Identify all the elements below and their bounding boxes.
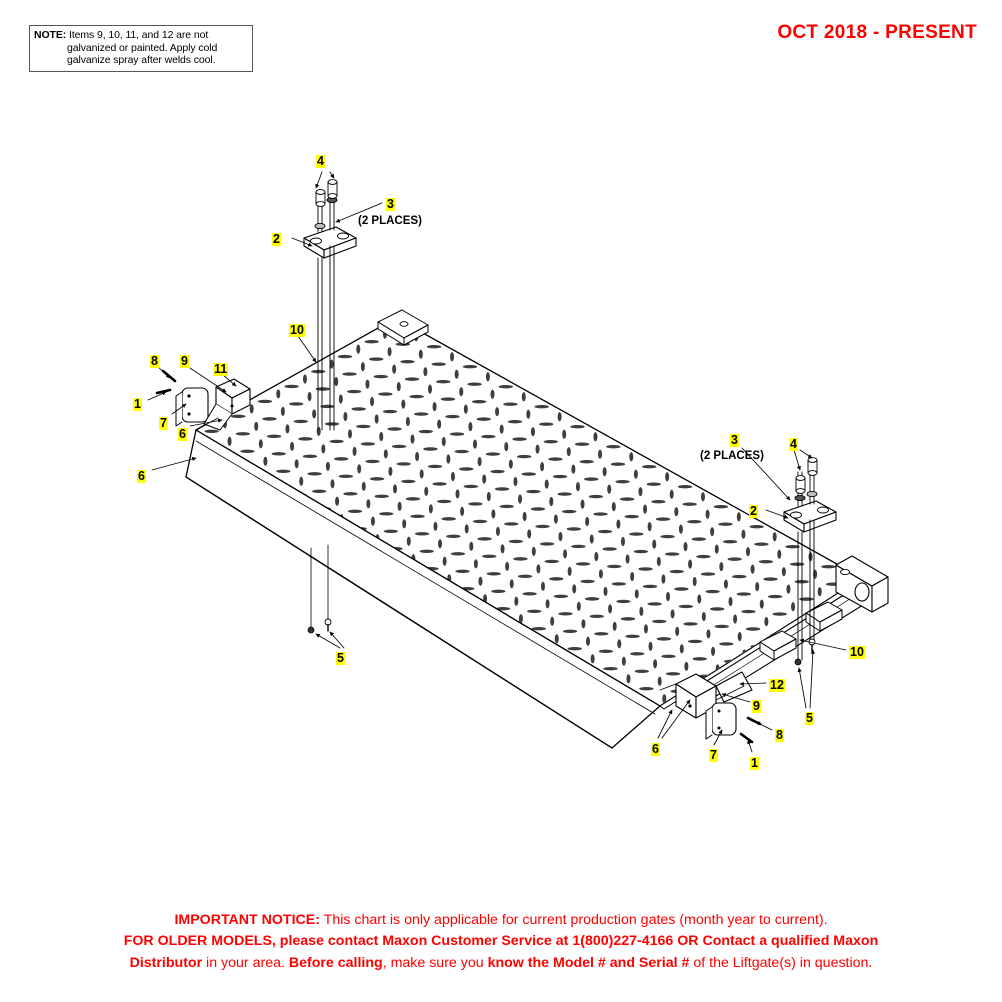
note-text-1: Items 9, 10, 11, and 12 are not: [69, 29, 209, 41]
flipover-ramp: [185, 429, 661, 749]
callout-item-10: 10: [849, 645, 865, 659]
callout-item-6: 6: [137, 469, 146, 483]
left-hinge-assembly: [175, 378, 251, 431]
bolt-4-left: [315, 189, 326, 207]
footer-line-3-f: of the Liftgate(s) in question.: [689, 954, 873, 971]
note-label: NOTE:: [34, 29, 67, 41]
footer-notice: IMPORTANT NOTICE: This chart is only app…: [0, 910, 1002, 975]
note-box: NOTE: Items 9, 10, 11, and 12 are not ga…: [29, 25, 253, 72]
callout-item-7: 7: [709, 748, 718, 762]
callout-item-9: 9: [752, 699, 761, 713]
callout-item-3: 3: [386, 197, 395, 211]
callout-item-1: 1: [133, 397, 142, 411]
two-places-note-top: (2 PLACES): [358, 215, 422, 227]
callout-item-10: 10: [289, 323, 305, 337]
top-corner-bracket: [377, 309, 429, 346]
note-line-3: galvanize spray after welds cool.: [67, 54, 216, 67]
beam-mount-tabs: [759, 601, 843, 661]
callout-item-12: 12: [769, 678, 785, 692]
footer-line-3-b: in your area.: [202, 954, 289, 971]
footer-line-3-d: , make sure you: [382, 954, 488, 971]
footer-distributor: Distributor: [129, 954, 203, 971]
right-fasteners-5: [794, 638, 816, 666]
footer-model-serial: know the Model # and Serial #: [487, 954, 690, 971]
callout-item-2: 2: [749, 504, 758, 518]
callout-item-6: 6: [178, 427, 187, 441]
footer-line-3: Distributor in your area. Before calling…: [0, 953, 1002, 975]
callout-item-4: 4: [789, 437, 798, 451]
right-link-assembly: [783, 457, 837, 661]
callout-item-1: 1: [750, 756, 759, 770]
bottom-pin-fasteners: [739, 716, 762, 744]
footer-line-2-text: FOR OLDER MODELS, please contact Maxon C…: [123, 933, 879, 949]
two-places-note-right: (2 PLACES): [700, 450, 764, 462]
callout-item-11: 11: [213, 362, 229, 376]
callout-item-7: 7: [159, 416, 168, 430]
note-line-1: NOTE: Items 9, 10, 11, and 12 are not: [34, 29, 248, 42]
callout-item-3: 3: [730, 433, 739, 447]
callout-item-6: 6: [651, 742, 660, 756]
top-link-assembly: [303, 179, 357, 431]
right-corner-bracket: [835, 555, 889, 613]
bolt-4-right-a: [795, 475, 806, 494]
callout-item-9: 9: [180, 354, 189, 368]
footer-line-1: IMPORTANT NOTICE: This chart is only app…: [0, 910, 1002, 932]
footer-line-1-text: This chart is only applicable for curren…: [319, 911, 828, 928]
page-title: OCT 2018 - PRESENT: [777, 22, 977, 43]
note-line-2: galvanized or painted. Apply cold: [67, 41, 218, 54]
callout-item-2: 2: [272, 232, 281, 246]
callout-item-4: 4: [316, 154, 325, 168]
bolt-4-right: [327, 179, 338, 199]
left-fasteners-5: [307, 544, 332, 634]
callout-item-5: 5: [805, 711, 814, 725]
leader-lines: [147, 171, 847, 753]
footer-line-2: FOR OLDER MODELS, please contact Maxon C…: [0, 931, 1002, 953]
footer-before-calling: Before calling: [288, 954, 383, 971]
footer-line-1-label: IMPORTANT NOTICE:: [174, 911, 320, 928]
bolt-4-right-b: [807, 457, 818, 476]
callout-item-8: 8: [150, 354, 159, 368]
callout-item-8: 8: [775, 728, 784, 742]
callout-item-5: 5: [336, 651, 345, 665]
